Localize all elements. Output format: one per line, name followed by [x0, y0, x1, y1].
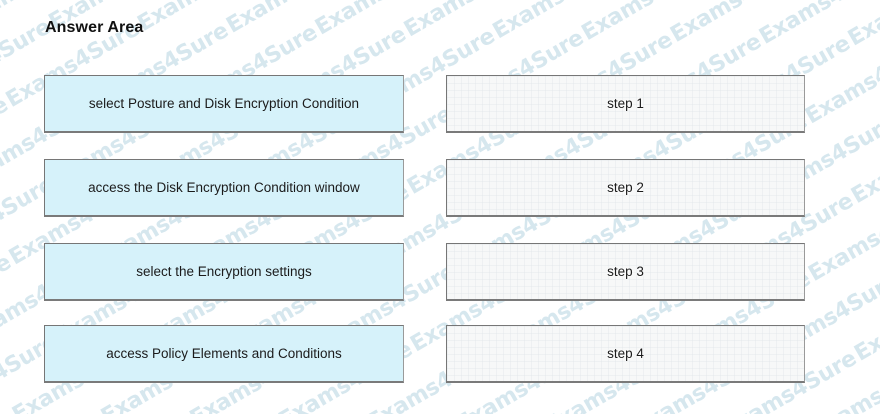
option-box-3[interactable]: select the Encryption settings — [44, 243, 404, 301]
option-box-2[interactable]: access the Disk Encryption Condition win… — [44, 159, 404, 217]
page-title: Answer Area — [45, 19, 144, 36]
option-label: access Policy Elements and Conditions — [106, 346, 342, 361]
step-label: step 1 — [607, 96, 644, 111]
step-label: step 4 — [607, 346, 644, 361]
option-box-4[interactable]: access Policy Elements and Conditions — [44, 325, 404, 383]
step-box-4[interactable]: step 4 — [446, 325, 805, 383]
option-box-1[interactable]: select Posture and Disk Encryption Condi… — [44, 75, 404, 133]
step-box-3[interactable]: step 3 — [446, 243, 805, 301]
option-label: select Posture and Disk Encryption Condi… — [88, 96, 360, 111]
option-label: access the Disk Encryption Condition win… — [88, 180, 360, 195]
step-box-2[interactable]: step 2 — [446, 159, 805, 217]
step-label: step 2 — [607, 180, 644, 195]
option-label: select the Encryption settings — [136, 264, 312, 279]
step-box-1[interactable]: step 1 — [446, 75, 805, 133]
step-label: step 3 — [607, 264, 644, 279]
